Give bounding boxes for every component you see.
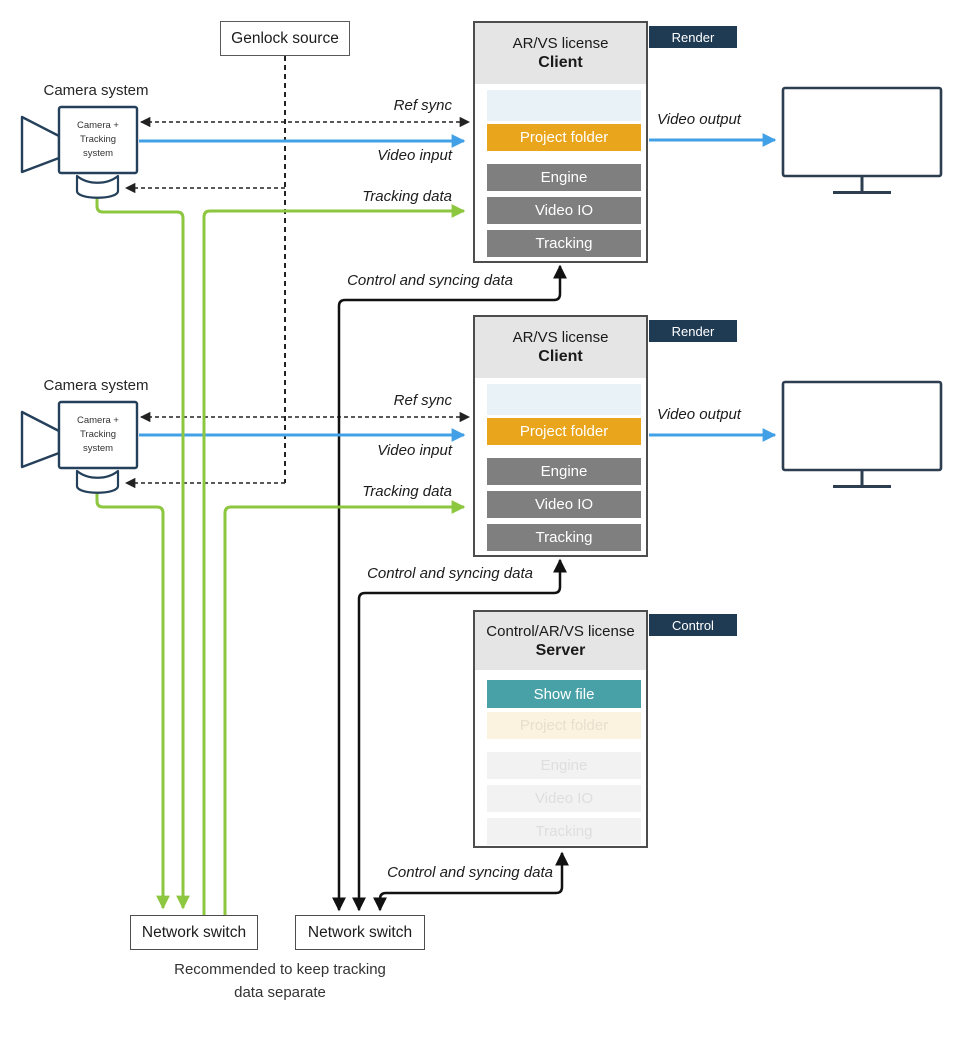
- client-1-row-video-io: Video IO: [487, 197, 641, 224]
- camera-icon: [20, 400, 139, 494]
- render-tag-2: Render: [649, 320, 737, 342]
- render-tag-1-label: Render: [671, 29, 715, 45]
- network-switch-1-label: Network switch: [141, 923, 247, 941]
- server-row-tracking: Tracking: [487, 818, 641, 845]
- camera-device-2-label: Camera + Tracking system: [77, 414, 119, 455]
- client-1-row-empty: [487, 90, 641, 121]
- client-2-header: AR/VS license Client: [475, 317, 646, 378]
- client-2-row-tracking: Tracking: [487, 524, 641, 551]
- camera-system-2-label: Camera system: [43, 377, 149, 394]
- tracking-separation-note: Recommended to keep tracking data separa…: [174, 961, 386, 1002]
- control-sync-label-3: Control and syncing data: [387, 864, 553, 881]
- video-output-label-1: Video output: [657, 111, 741, 128]
- genlock-source-box: Genlock source: [220, 21, 350, 56]
- tracking-data-label-2: Tracking data: [362, 483, 452, 500]
- client-2-row-engine: Engine: [487, 458, 641, 485]
- camera-device-1-label: Camera + Tracking system: [77, 119, 119, 160]
- client-1-role: Client: [538, 54, 583, 71]
- monitor-icon: [781, 380, 943, 488]
- client-1-header: AR/VS license Client: [475, 23, 646, 84]
- server-role: Server: [535, 641, 586, 659]
- server-row-video-io: Video IO: [487, 785, 641, 812]
- network-switch-2-label: Network switch: [307, 923, 413, 941]
- camera-system-1-label: Camera system: [43, 82, 149, 99]
- client-box-2: AR/VS license Client Project folder Engi…: [473, 315, 648, 557]
- tracking-data-label-1: Tracking data: [362, 188, 452, 205]
- server-row-show-file: Show file: [487, 680, 641, 708]
- monitor-icon: [781, 86, 943, 194]
- control-sync-label-1: Control and syncing data: [347, 272, 513, 289]
- control-sync-lines: [332, 264, 569, 912]
- server-license: Control/AR/VS license: [486, 622, 635, 640]
- camera-icon: [20, 105, 139, 199]
- ref-sync-label-1: Ref sync: [393, 97, 452, 114]
- render-tag-1: Render: [649, 26, 737, 48]
- client-2-row-project-folder: Project folder: [487, 418, 641, 445]
- client-2-license: AR/VS license: [512, 329, 609, 346]
- video-output-label-2: Video output: [657, 406, 741, 423]
- client-1-row-engine: Engine: [487, 164, 641, 191]
- video-input-label-1: Video input: [377, 147, 452, 164]
- client-2-row-video-io: Video IO: [487, 491, 641, 518]
- control-tag-label: Control: [672, 617, 714, 633]
- client-1-row-tracking: Tracking: [487, 230, 641, 257]
- video-lines: [139, 133, 777, 442]
- server-box: Control/AR/VS license Server Show file P…: [473, 610, 648, 848]
- client-1-license: AR/VS license: [512, 35, 609, 52]
- video-input-label-2: Video input: [377, 442, 452, 459]
- genlock-sync-lines: [124, 56, 471, 489]
- client-1-row-project-folder: Project folder: [487, 124, 641, 151]
- server-row-engine: Engine: [487, 752, 641, 779]
- tracking-lines: [95, 198, 466, 915]
- client-2-role: Client: [538, 348, 583, 365]
- network-switch-tracking: Network switch: [130, 915, 258, 950]
- server-row-project-folder: Project folder: [487, 712, 641, 739]
- network-switch-control: Network switch: [295, 915, 425, 950]
- client-box-1: AR/VS license Client Project folder Engi…: [473, 21, 648, 263]
- control-sync-label-2: Control and syncing data: [367, 565, 533, 582]
- render-tag-2-label: Render: [671, 323, 715, 339]
- genlock-source-label: Genlock source: [231, 29, 339, 47]
- server-header: Control/AR/VS license Server: [475, 612, 646, 670]
- ref-sync-label-2: Ref sync: [393, 392, 452, 409]
- client-2-row-empty: [487, 384, 641, 415]
- control-tag: Control: [649, 614, 737, 636]
